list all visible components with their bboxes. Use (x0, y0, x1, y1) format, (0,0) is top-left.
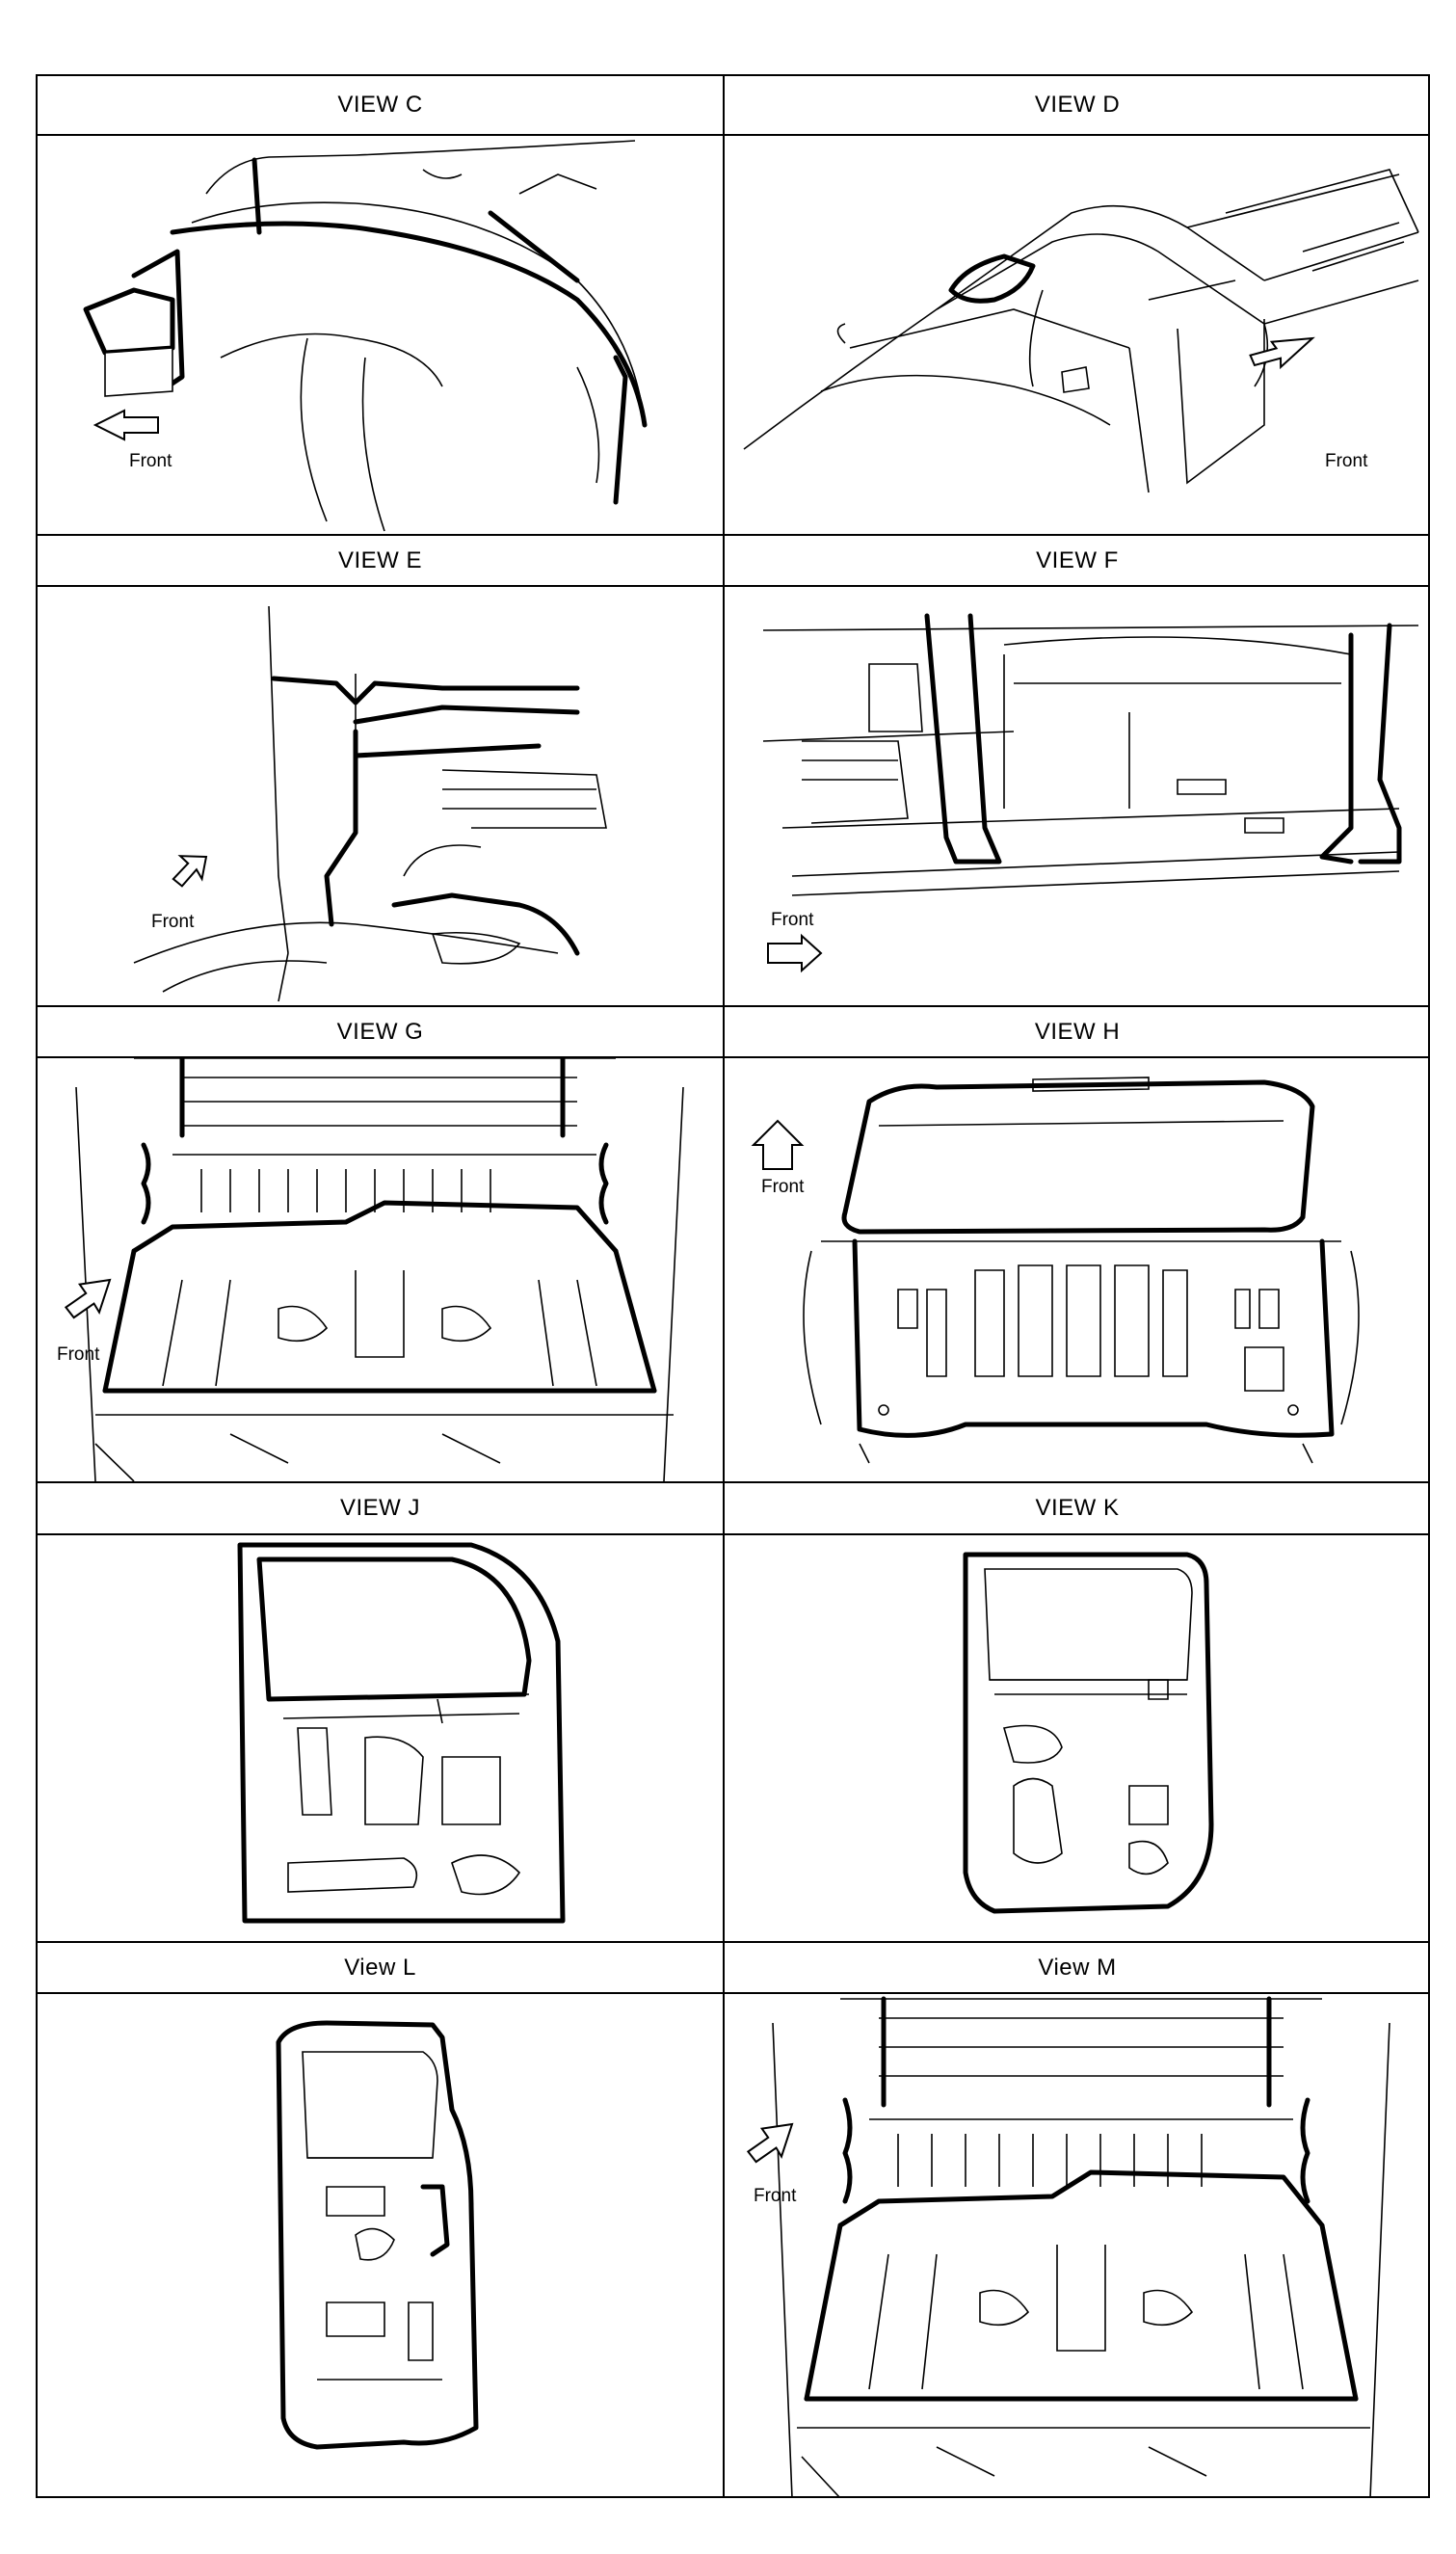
row-divider (38, 1005, 1428, 1007)
view-g-title: VIEW G (336, 1018, 424, 1045)
views-diagram-sheet: VIEW C VIEW D Front (36, 74, 1430, 2498)
view-m-front-label: Front (754, 2186, 797, 2206)
view-j-title: VIEW J (339, 1495, 420, 1521)
row-divider (38, 585, 1428, 587)
view-h-illustration: Front (725, 1058, 1430, 1481)
row-divider (38, 1533, 1428, 1535)
view-d-illustration: Front (725, 136, 1430, 534)
view-h-front-label: Front (761, 1177, 805, 1197)
view-c-front-label: Front (129, 451, 172, 471)
row-divider (38, 1941, 1428, 1943)
row-divider (38, 1992, 1428, 1994)
view-h-title: VIEW H (1034, 1018, 1121, 1045)
row-divider (38, 534, 1428, 536)
row-divider (38, 134, 1428, 136)
row-divider (38, 1056, 1428, 1058)
view-m-title: View M (1038, 1954, 1117, 1981)
view-k-title: VIEW K (1035, 1495, 1120, 1521)
view-m-illustration: Front (725, 1994, 1430, 2498)
view-e-title: VIEW E (337, 546, 422, 573)
view-g-front-label: Front (57, 1344, 100, 1365)
view-l-title: View L (344, 1954, 416, 1981)
view-e-front-label: Front (151, 912, 195, 932)
view-l-illustration (38, 1994, 723, 2498)
view-f-illustration: Front (725, 587, 1430, 1005)
column-divider (723, 76, 725, 2496)
view-c-title: VIEW C (337, 92, 423, 118)
view-e-illustration: Front (38, 587, 723, 1005)
view-j-illustration (38, 1535, 723, 1941)
view-f-title: VIEW F (1036, 546, 1119, 573)
row-divider (38, 1481, 1428, 1483)
view-d-front-label: Front (1325, 451, 1368, 471)
view-f-front-label: Front (771, 910, 814, 930)
view-g-illustration: Front (38, 1058, 723, 1481)
view-c-illustration: Front (38, 136, 723, 534)
view-d-title: VIEW D (1034, 92, 1121, 118)
view-k-illustration (725, 1535, 1430, 1941)
